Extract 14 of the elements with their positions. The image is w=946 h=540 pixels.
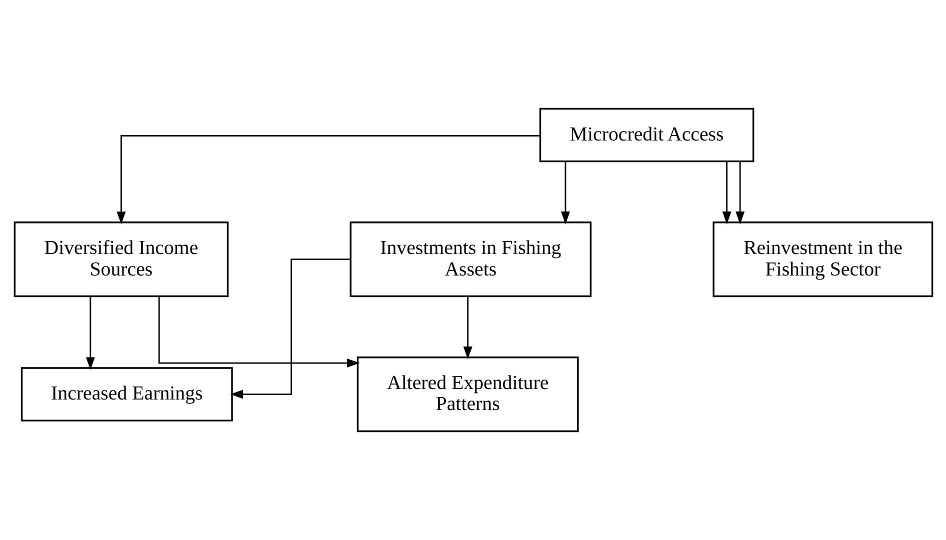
node-box: Microcredit Access	[538, 108, 754, 162]
arrow	[85, 296, 94, 370]
node-box: Investments in Fishing Assets	[349, 222, 592, 298]
arrow	[722, 161, 731, 224]
node-box: Increased Earnings	[20, 367, 232, 422]
node-box: Reinvestment in the Fishing Sector	[712, 222, 933, 298]
node-box: Diversified Income Sources	[13, 222, 228, 298]
arrow	[735, 161, 744, 224]
node-box: Altered Expenditure Patterns	[356, 356, 578, 432]
arrow	[116, 135, 540, 224]
arrow	[462, 296, 472, 360]
arrow	[560, 161, 570, 224]
arrow	[158, 296, 360, 368]
arrow	[230, 258, 350, 399]
